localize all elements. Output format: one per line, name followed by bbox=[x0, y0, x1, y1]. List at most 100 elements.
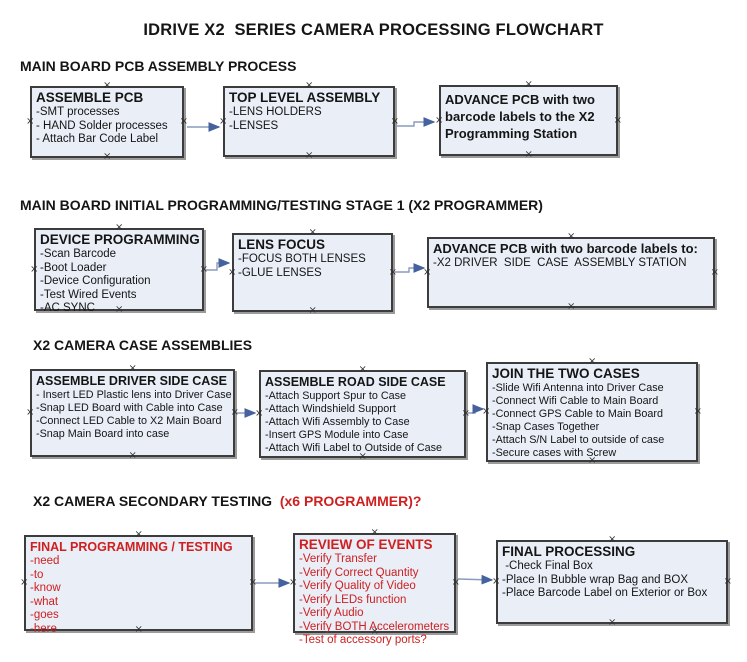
box-item: -Snap Main Board into case bbox=[36, 428, 170, 440]
box-item: -here bbox=[30, 622, 57, 635]
box-items: -Scan Barcode-Boot Loader-Device Configu… bbox=[40, 248, 198, 316]
connection-handle-icon: × bbox=[26, 116, 35, 127]
box-title: TOP LEVEL ASSEMBLY bbox=[229, 90, 381, 105]
connection-handle-icon: × bbox=[230, 407, 239, 418]
box-title: REVIEW OF EVENTS bbox=[299, 537, 433, 552]
box-item: -Connect Wifi Cable to Main Board bbox=[492, 395, 659, 407]
connection-handle-icon: × bbox=[524, 149, 533, 160]
box-title: ADVANCE PCB with two barcode labels to: bbox=[433, 241, 698, 256]
connector-top-level-to-advance-pcb bbox=[397, 117, 436, 127]
box-final-programming-testing: FINAL PROGRAMMING / TESTING -need-to-kno… bbox=[20, 530, 257, 635]
box-item: -to bbox=[30, 568, 44, 581]
connection-handle-icon: × bbox=[248, 577, 257, 588]
box-title: JOIN THE TWO CASES bbox=[492, 366, 640, 381]
box-item: -FOCUS BOTH LENSES bbox=[238, 253, 366, 265]
box-title: ASSEMBLE DRIVER SIDE CASE bbox=[36, 374, 228, 388]
box-item: -Connect GPS Cable to Main Board bbox=[492, 408, 664, 420]
box-items: -Attach Support Spur to Case-Attach Wind… bbox=[265, 390, 460, 455]
section-header-secondary-testing-label: X2 CAMERA SECONDARY TESTING bbox=[33, 493, 280, 509]
box-item: -Verify Correct Quantity bbox=[299, 566, 419, 579]
box-item: -need bbox=[30, 555, 60, 567]
box-item: -Place Barcode Label on Exterior or Box bbox=[502, 587, 708, 599]
box-assemble-pcb: ASSEMBLE PCB -SMT processes- HAND Solder… bbox=[26, 81, 188, 162]
connection-handle-icon: × bbox=[423, 266, 432, 278]
box-items: -LENS HOLDERS-LENSES bbox=[229, 106, 389, 133]
box-item: -Boot Loader bbox=[40, 261, 107, 274]
connection-handle-icon: × bbox=[308, 305, 317, 316]
box-device-programming: DEVICE PROGRAMMING -Scan Barcode-Boot Lo… bbox=[30, 223, 208, 315]
box-assemble-driver-side-case: ASSEMBLE DRIVER SIDE CASE - Insert LED P… bbox=[26, 364, 239, 461]
connection-handle-icon: × bbox=[305, 150, 314, 161]
connection-handle-icon: × bbox=[461, 408, 470, 419]
box-item: -Secure cases with Screw bbox=[492, 447, 617, 459]
connection-handle-icon: × bbox=[228, 266, 237, 278]
box-lens-focus: LENS FOCUS -FOCUS BOTH LENSES-GLUE LENSE… bbox=[228, 228, 397, 316]
box-items: -FOCUS BOTH LENSES-GLUE LENSES bbox=[238, 253, 387, 280]
box-item: -Attach Support Spur to Case bbox=[265, 390, 407, 402]
box-join-the-two-cases: JOIN THE TWO CASES -Slide Wifi Antenna i… bbox=[482, 357, 702, 466]
box-items: -need-to-know-what-goes-here bbox=[30, 555, 247, 636]
box-item: -goes bbox=[30, 609, 59, 621]
box-item: -Verify LEDs function bbox=[299, 593, 407, 606]
connector-review-to-final-processing bbox=[457, 574, 494, 585]
section-header-initial-programming: MAIN BOARD INITIAL PROGRAMMING/TESTING S… bbox=[20, 197, 543, 213]
connection-handle-icon: × bbox=[388, 266, 397, 278]
box-title: FINAL PROCESSING bbox=[502, 544, 636, 559]
connection-handle-icon: × bbox=[128, 450, 137, 461]
box-advance-pcb-to-driver-station: ADVANCE PCB with two barcode labels to: … bbox=[423, 232, 719, 312]
box-title: DEVICE PROGRAMMING bbox=[40, 232, 200, 247]
box-item: -X2 DRIVER SIDE CASE ASSEMBLY STATION bbox=[433, 257, 687, 269]
box-items: -Check Final Box-Place In Bubble wrap Ba… bbox=[502, 560, 722, 601]
connection-handle-icon: × bbox=[723, 576, 732, 587]
box-item: -AC SYNC bbox=[40, 302, 95, 314]
box-item: -Connect LED Cable to X2 Main Board bbox=[36, 415, 222, 427]
box-items: -Verify Transfer-Verify Correct Quantity… bbox=[299, 553, 450, 648]
connection-handle-icon: × bbox=[289, 577, 298, 588]
box-item: -Test Wired Events bbox=[40, 288, 137, 301]
box-item: - Insert LED Plastic lens into Driver Ca… bbox=[36, 389, 232, 401]
box-item: -Verify Transfer bbox=[299, 553, 377, 565]
box-items: -Slide Wifi Antenna into Driver Case-Con… bbox=[492, 382, 692, 460]
box-item: -Attach Wifi Assembly to Case bbox=[265, 416, 410, 428]
box-item: -Test of accessory ports? bbox=[299, 634, 427, 646]
box-item: -LENSES bbox=[229, 119, 279, 132]
connection-handle-icon: × bbox=[435, 114, 444, 126]
section-header-case-assemblies: X2 CAMERA CASE ASSEMBLIES bbox=[33, 337, 253, 353]
connection-handle-icon: × bbox=[255, 408, 264, 419]
box-item: -Snap Cases Together bbox=[492, 421, 600, 433]
box-title: ASSEMBLE PCB bbox=[36, 90, 144, 105]
box-item: - HAND Solder processes bbox=[36, 119, 168, 132]
connector-lens-focus-to-advance-pcb bbox=[395, 263, 426, 273]
box-item: -Scan Barcode bbox=[40, 248, 117, 260]
box-item: -Slide Wifi Antenna into Driver Case bbox=[492, 382, 664, 394]
box-items: -SMT processes- HAND Solder processes- A… bbox=[36, 106, 178, 147]
box-item: -Verify Audio bbox=[299, 607, 364, 619]
connection-handle-icon: × bbox=[567, 301, 576, 312]
box-top-level-assembly: TOP LEVEL ASSEMBLY -LENS HOLDERS-LENSES … bbox=[219, 81, 399, 161]
box-title: ASSEMBLE ROAD SIDE CASE bbox=[265, 375, 446, 389]
box-item: -Attach Wifi Label to Outside of Case bbox=[265, 442, 443, 454]
box-final-processing: FINAL PROCESSING -Check Final Box-Place … bbox=[492, 535, 732, 628]
box-item: -Check Final Box bbox=[502, 560, 593, 572]
connection-handle-icon: × bbox=[219, 115, 228, 127]
connection-handle-icon: × bbox=[492, 576, 501, 587]
connection-handle-icon: × bbox=[26, 407, 35, 418]
box-title: LENS FOCUS bbox=[238, 237, 326, 252]
box-item: -know bbox=[30, 582, 61, 594]
box-advance-pcb-to-programming-station: ADVANCE PCB with two barcode labels to t… bbox=[435, 80, 622, 160]
connection-handle-icon: × bbox=[451, 577, 460, 588]
box-item: -Insert GPS Module into Case bbox=[265, 429, 409, 441]
box-item: -Snap LED Board with Cable into Case bbox=[36, 402, 223, 414]
box-item: -Attach Windshield Support bbox=[265, 403, 396, 415]
box-title: ADVANCE PCB with two barcode labels to t… bbox=[445, 92, 595, 141]
page-title: IDRIVE X2 SERIES CAMERA PROCESSING FLOWC… bbox=[143, 21, 604, 39]
connection-handle-icon: × bbox=[482, 406, 491, 417]
box-review-of-events: REVIEW OF EVENTS -Verify Transfer-Verify… bbox=[289, 528, 460, 647]
box-item: - Attach Bar Code Label bbox=[36, 133, 159, 145]
connector-device-programming-to-lens-focus bbox=[206, 258, 231, 271]
box-item: -Verify Quality of Video bbox=[299, 580, 416, 592]
connection-handle-icon: × bbox=[710, 266, 719, 278]
section-header-pcb-assembly: MAIN BOARD PCB ASSEMBLY PROCESS bbox=[20, 58, 297, 74]
box-item: -SMT processes bbox=[36, 106, 120, 118]
